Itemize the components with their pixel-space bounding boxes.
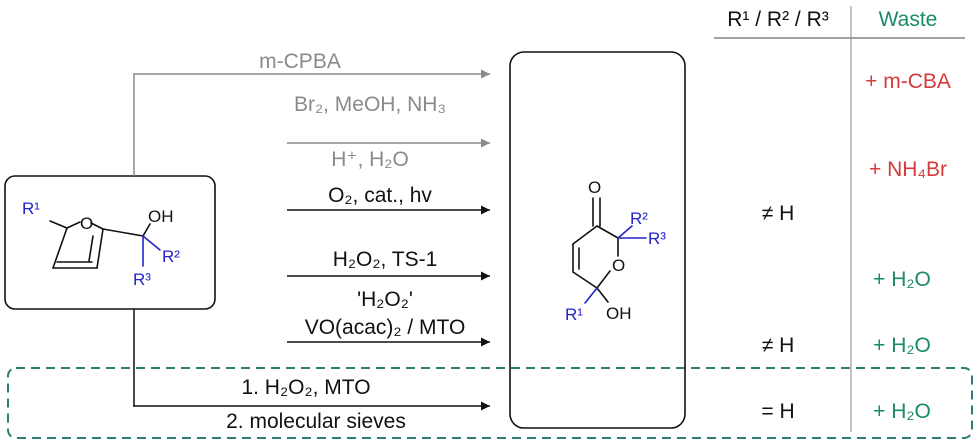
product-r2: R²	[630, 209, 648, 228]
waste-mcba: + m-CBA	[865, 70, 951, 93]
reactant-r3: R³	[133, 270, 151, 289]
r-condition-vo-mto: ≠ H	[762, 334, 795, 357]
reagent-photooxygenation: O₂, cat., hv	[328, 184, 432, 207]
reagent-ts1: H₂O₂, TS-1	[333, 248, 438, 271]
reagent-mto-sieves-line2: 2. molecular sieves	[226, 410, 406, 433]
product-o-ketone: O	[588, 178, 601, 197]
waste-h2o-vo-mto: + H₂O	[873, 334, 931, 357]
r-condition-photooxygenation: ≠ H	[762, 202, 795, 225]
reagent-bromine-line2: H⁺, H₂O	[331, 148, 409, 171]
reactant-box	[4, 175, 216, 310]
product-r3: R³	[648, 229, 666, 248]
reactant-r2: R²	[162, 247, 180, 266]
waste-h2o-mto-sieves: + H₂O	[873, 400, 931, 423]
product-oh: OH	[606, 304, 632, 323]
reactant-r1: R¹	[22, 199, 40, 218]
r-groups-header: R¹ / R² / R³	[727, 8, 828, 31]
waste-header: Waste	[879, 8, 938, 31]
r-condition-mto-sieves: = H	[761, 400, 794, 423]
reagent-vo-mto-line1: 'H₂O₂'	[357, 288, 413, 311]
reagent-mto-sieves-line1: 1. H₂O₂, MTO	[241, 376, 370, 399]
waste-nh4br: + NH₄Br	[869, 158, 947, 181]
reagent-bromine-line1: Br₂, MeOH, NH₃	[294, 93, 446, 116]
product-box	[509, 51, 686, 429]
highlight-dashed-box	[7, 367, 973, 439]
product-o-ring: O	[612, 256, 625, 275]
reagent-mcpba: m-CPBA	[259, 50, 341, 73]
reagent-vo-mto-line2: VO(acac)₂ / MTO	[305, 316, 466, 339]
product-structure: O R² R³ O R¹ OH	[565, 178, 666, 324]
reactant-structure: O OH R¹ R² R³	[22, 199, 180, 289]
reactant-o-ring: O	[80, 214, 93, 233]
reactant-oh: OH	[148, 207, 174, 226]
product-r1: R¹	[565, 305, 583, 324]
waste-h2o-ts1: + H₂O	[873, 268, 931, 291]
